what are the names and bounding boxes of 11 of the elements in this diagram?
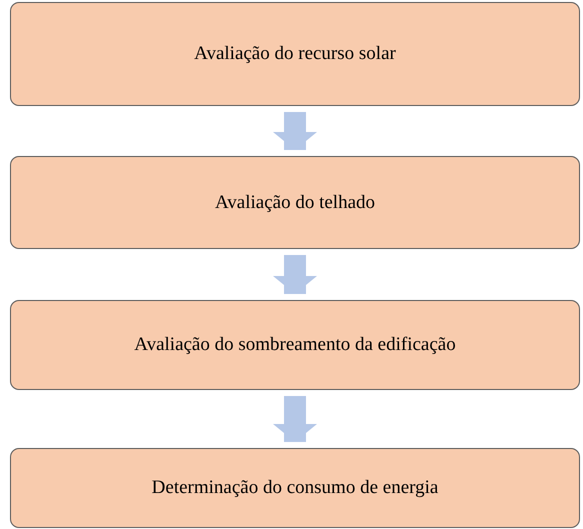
process-box [10, 448, 580, 528]
process-box [10, 156, 580, 249]
down-arrow [273, 255, 317, 294]
down-arrow [273, 112, 317, 150]
step-label: Avaliação do telhado [214, 192, 376, 214]
step-label: Determinação do consumo de energia [152, 477, 438, 499]
down-arrow [273, 396, 317, 442]
step-label: Avaliação do recurso solar [194, 43, 396, 65]
step-label: Avaliação do sombreamento da edificação [134, 334, 456, 356]
process-box [10, 300, 580, 390]
process-box [10, 2, 580, 106]
